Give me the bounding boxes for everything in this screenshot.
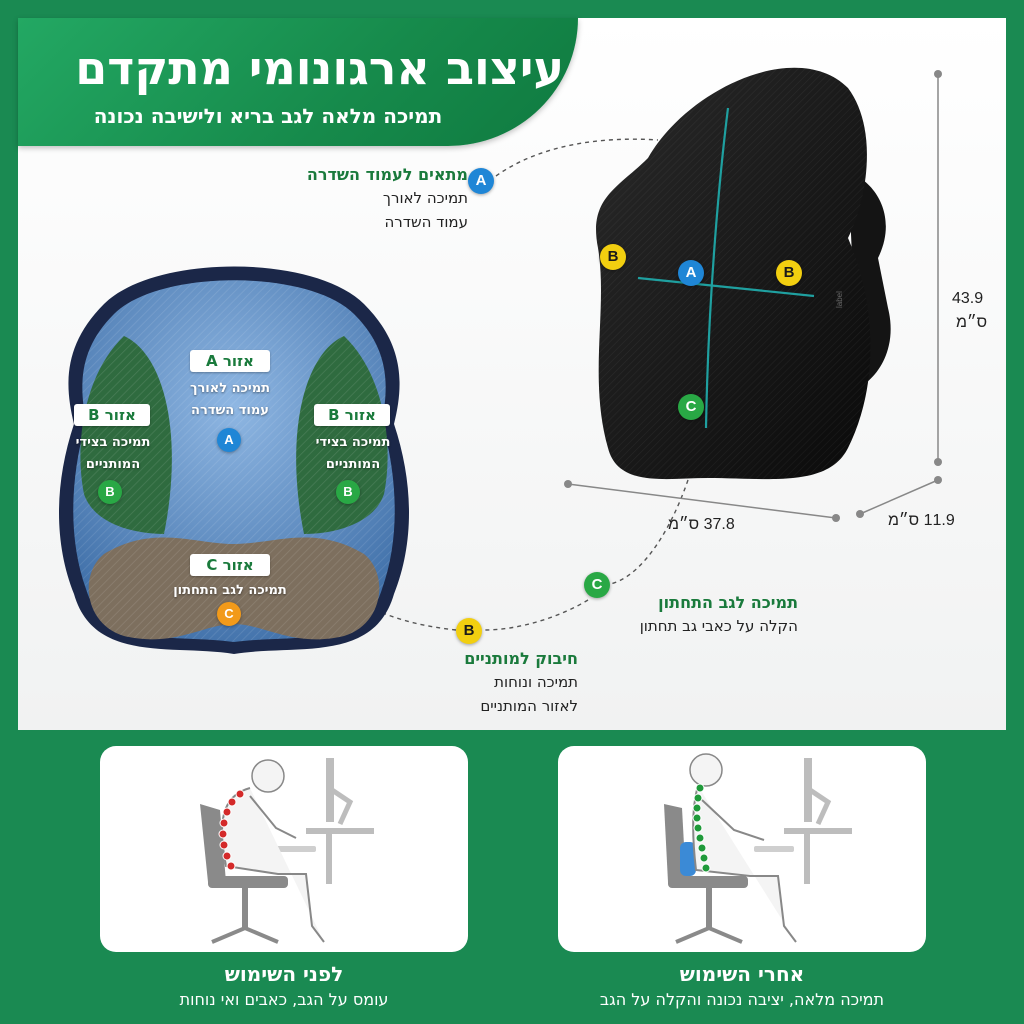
zone-b-left-line2: המותניים	[85, 457, 141, 472]
zone-c-badge: C	[217, 602, 241, 626]
figure-after-illustration	[664, 753, 852, 944]
zone-b-right-badge: B	[336, 480, 360, 504]
height-unit: ס״מ	[956, 314, 988, 331]
feature-lower-back-title: תמיכה לגב התחתון	[658, 593, 798, 612]
feature-spine-badge: A	[468, 168, 494, 194]
page-subtitle: תמיכה מלאה לגב בריא ולישיבה נכונה	[93, 104, 443, 128]
header-banner: עיצוב ארגונומי מתקדם תמיכה מלאה לגב בריא…	[18, 18, 578, 146]
width-dimension: 37.8 ס״מ	[668, 516, 735, 533]
zone-a-badge: A	[217, 428, 241, 452]
before-title: לפני השימוש	[224, 962, 344, 986]
dimension-lines	[564, 70, 942, 522]
feature-hips-title: חיבוק למותניים	[464, 649, 578, 668]
depth-dimension: 11.9 ס״מ	[888, 512, 955, 529]
zone-a-line2: עמוד השדרה	[191, 403, 269, 418]
cushion-badge-b-left: B	[600, 244, 626, 270]
feature-lower-back-badge: C	[584, 572, 610, 598]
zone-diagram	[59, 266, 409, 654]
zone-b-right-line2: המותניים	[325, 457, 381, 472]
page-title: עיצוב ארגונומי מתקדם	[75, 41, 564, 95]
zone-b-left-label: אזור B	[74, 404, 150, 426]
feature-hips-line1: תמיכה ונוחות	[494, 673, 578, 691]
feature-lower-back: תמיכה לגב התחתון הקלה על כאבי גב תחתון	[598, 592, 798, 638]
zone-a-line1: תמיכה לאורך	[189, 381, 271, 396]
card-before	[100, 746, 468, 952]
card-after	[558, 746, 926, 952]
zone-c-line1: תמיכה לגב התחתון	[173, 583, 287, 598]
zone-b-left-line1: תמיכה בצידי	[75, 435, 151, 450]
svg-text:label: label	[835, 291, 844, 308]
before-desc: עומס על הגב, כאבים ואי נוחות	[179, 990, 389, 1009]
cushion-badge-c: C	[678, 394, 704, 420]
feature-spine-title: מתאים לעמוד השדרה	[306, 165, 468, 184]
feature-spine-line2: עמוד השדרה	[384, 213, 468, 231]
cushion-badge-a: A	[678, 260, 704, 286]
after-desc: תמיכה מלאה, יציבה נכונה והקלה על הגב	[599, 990, 885, 1009]
figure-before-illustration	[200, 758, 374, 944]
feature-spine: מתאים לעמוד השדרה תמיכה לאורך עמוד השדרה	[258, 164, 468, 234]
zone-b-left-badge: B	[98, 480, 122, 504]
cushion-product: label	[596, 67, 891, 480]
feature-lower-back-line1: הקלה על כאבי גב תחתון	[639, 617, 798, 635]
after-title: אחרי השימוש	[679, 962, 805, 986]
product-panel: עיצוב ארגונומי מתקדם תמיכה מלאה לגב בריא…	[18, 18, 1006, 730]
height-value: 43.9	[952, 290, 984, 307]
feature-hips-line2: לאזור המותניים	[480, 697, 578, 715]
feature-hips-badge: B	[456, 618, 482, 644]
zone-c-label: אזור C	[190, 554, 270, 576]
zone-b-right-line1: תמיכה בצידי	[315, 435, 391, 450]
feature-hips: חיבוק למותניים תמיכה ונוחות לאזור המותני…	[398, 648, 578, 718]
cushion-badge-b-right: B	[776, 260, 802, 286]
feature-spine-line1: תמיכה לאורך	[382, 189, 468, 207]
zone-b-right-label: אזור B	[314, 404, 390, 426]
zone-a-label: אזור A	[190, 350, 270, 372]
